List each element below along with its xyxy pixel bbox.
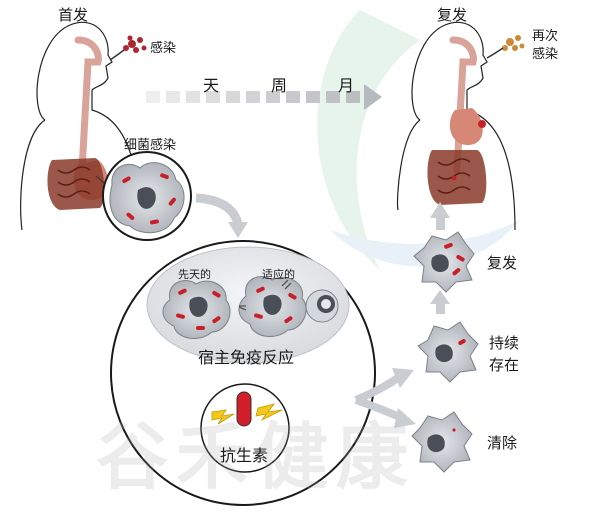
- reinfection-bacteria-icon: [502, 35, 525, 51]
- treatment-circle: [110, 240, 376, 506]
- relapse-title-label: 复发: [437, 6, 468, 24]
- watermark-text: 谷禾健康: [96, 415, 417, 499]
- adaptive-label: 适应的: [262, 268, 295, 281]
- outcome-arrows: [354, 202, 450, 428]
- timeline-arrow: [146, 84, 382, 110]
- reinfection-arrow: [486, 47, 504, 59]
- relapse-cell: [413, 231, 475, 293]
- first-onset-label: 首发: [58, 6, 89, 24]
- relapse-outcome-label: 复发: [487, 254, 518, 272]
- b-cell-icon: [305, 289, 339, 323]
- timeline-week-label: 周: [271, 76, 288, 95]
- bacterial-infection-circle: [102, 151, 192, 241]
- infection-bacteria-icon: [123, 35, 147, 53]
- pill-bacterium-icon: [211, 391, 283, 427]
- cleared-cell: [411, 411, 473, 473]
- timeline-day-label: 天: [203, 76, 220, 95]
- background-leaf-logo: [317, 10, 520, 270]
- infection-arrow: [109, 49, 125, 61]
- adaptive-immune-cell: [238, 276, 307, 338]
- right-digestive-tract: [427, 36, 487, 205]
- innate-immune-cell: [162, 280, 231, 340]
- left-human-figure: [20, 21, 141, 231]
- bacterial-infection-label: 细菌感染: [124, 138, 177, 153]
- infection-label: 感染: [150, 41, 177, 56]
- arrow-head-host: [228, 222, 248, 238]
- clear-outcome-label: 清除: [487, 434, 518, 452]
- timeline-month-label: 月: [338, 76, 355, 95]
- antibiotic-label: 抗生素: [220, 446, 269, 465]
- innate-label: 先天的: [178, 268, 211, 281]
- persist-outcome-label: 持续 存在: [489, 334, 520, 374]
- left-digestive-tract: [47, 36, 108, 210]
- persistent-cell: [417, 321, 479, 383]
- reinfection-label: 再次 感染: [532, 29, 559, 62]
- arrow-to-host-response: [195, 193, 243, 226]
- host-immune-response-label: 宿主免疫反应: [198, 348, 295, 367]
- right-human-figure: [396, 21, 516, 231]
